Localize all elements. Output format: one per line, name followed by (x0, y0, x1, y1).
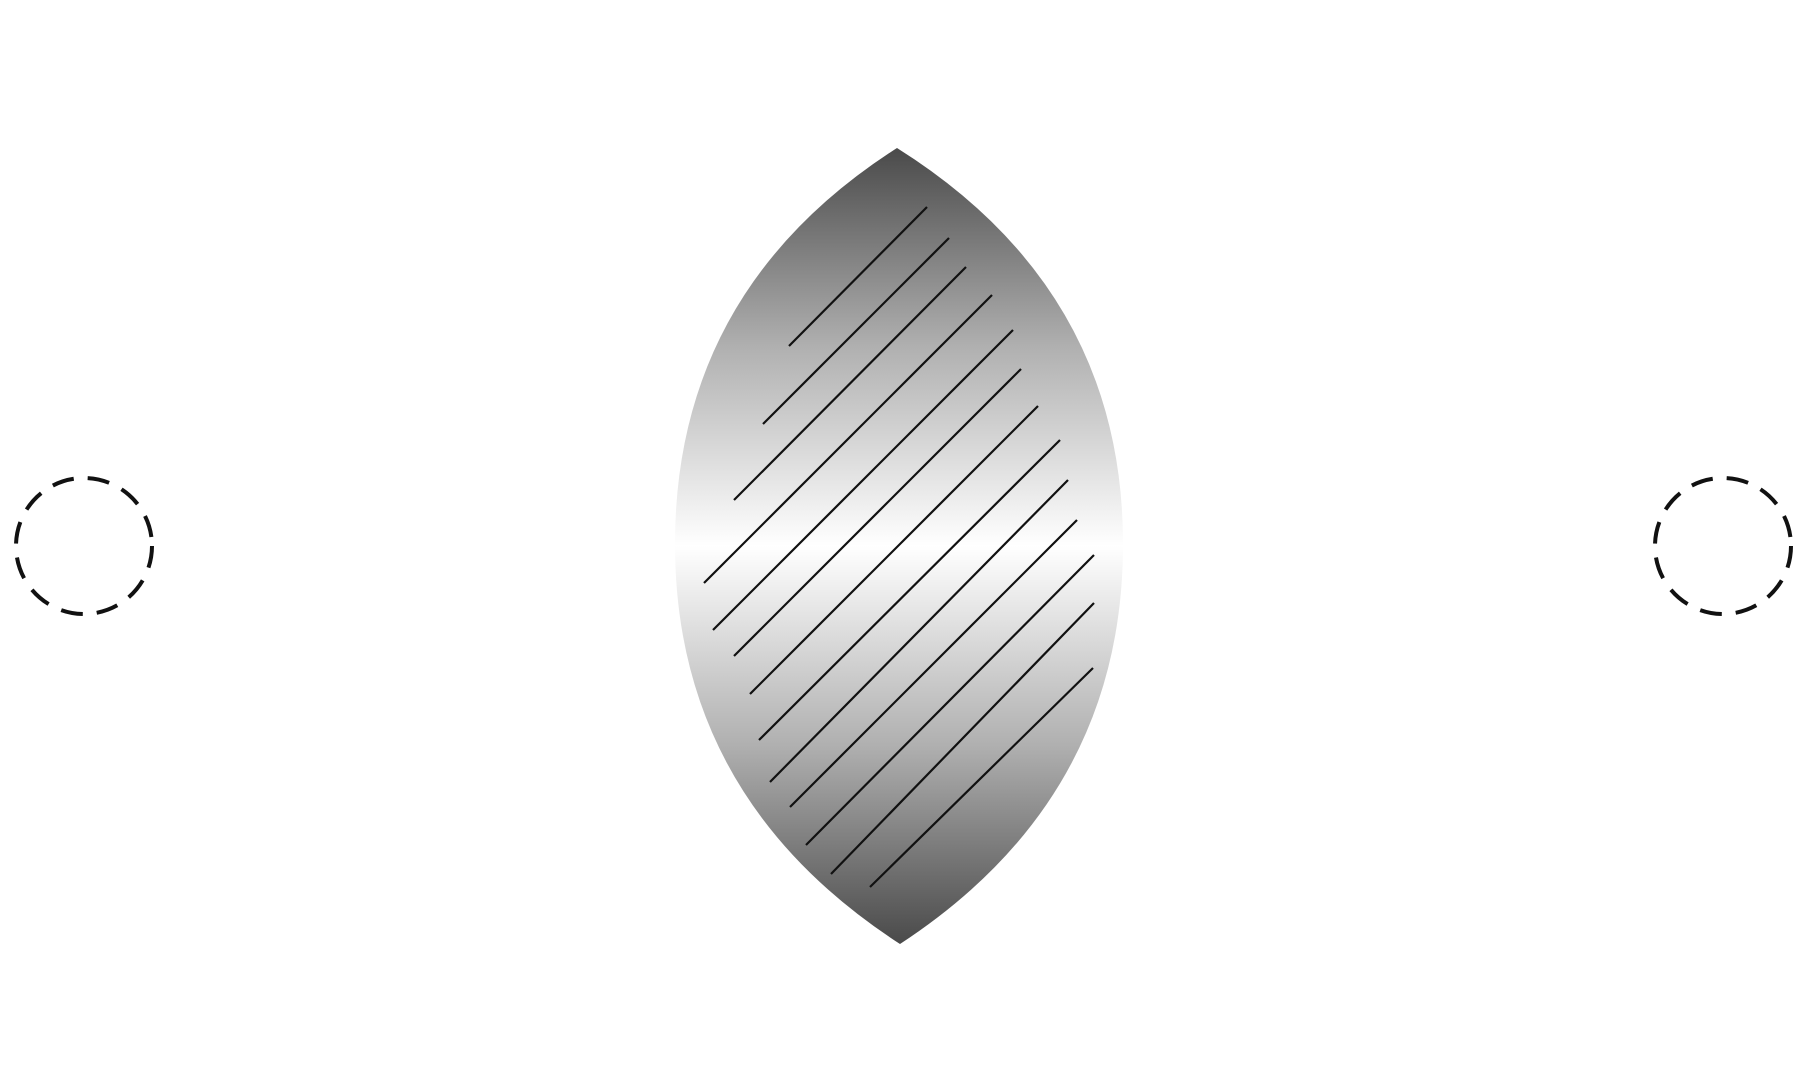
hatch-line-8 (758, 439, 1061, 741)
right-focal-marker (1653, 476, 1793, 616)
hatch-line-9 (769, 479, 1069, 783)
hatch-line-4 (703, 294, 993, 584)
hatch-line-3 (733, 266, 967, 501)
hatch-line-7 (749, 405, 1039, 695)
hatch-line-5 (712, 329, 1014, 631)
hatch-line-10 (789, 519, 1078, 808)
lens-hatching (703, 206, 1095, 888)
hatch-line-13 (869, 667, 1094, 888)
hatch-line-2 (762, 237, 950, 425)
hatch-line-6 (733, 368, 1022, 657)
hatch-line-12 (830, 602, 1095, 875)
hatch-line-11 (805, 554, 1095, 846)
hatch-line-1 (788, 206, 928, 347)
left-focal-marker (14, 476, 154, 616)
